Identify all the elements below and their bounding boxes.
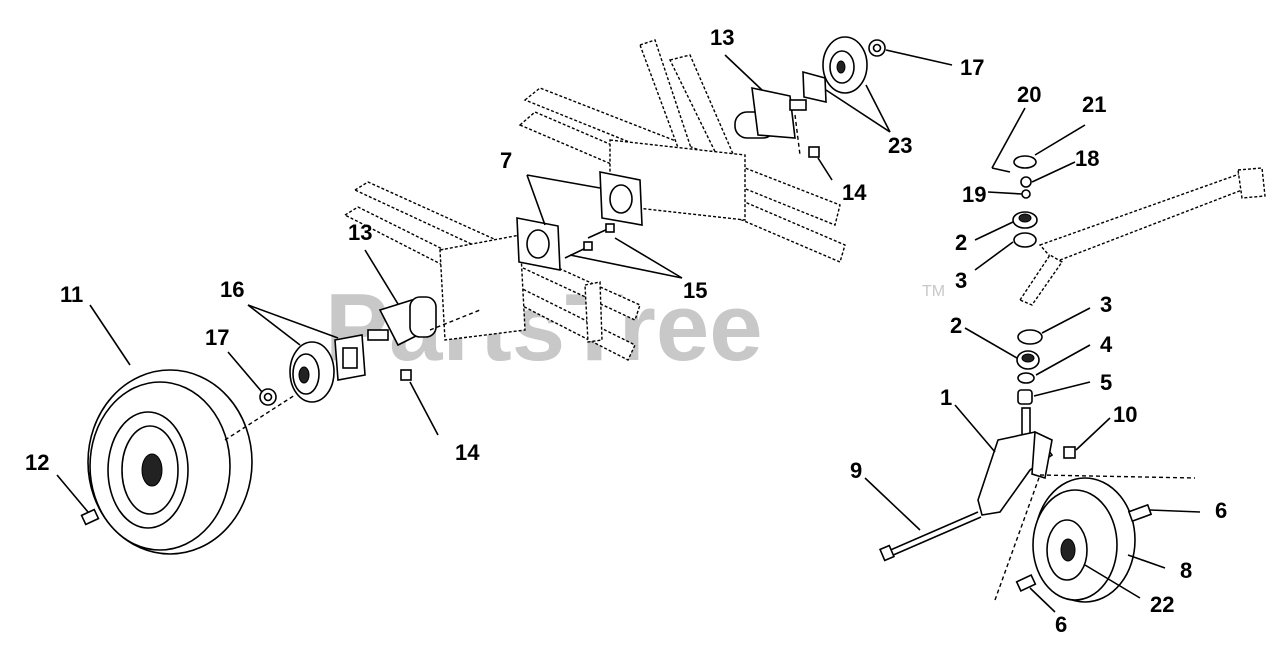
front-caster-fork-arm (1018, 167, 1266, 306)
caster-fork (977, 407, 1054, 516)
mounting-bolts-15 (564, 223, 615, 259)
seal-4 (1017, 372, 1035, 384)
callout-2-lower: 2 (950, 313, 962, 338)
callout-19: 19 (962, 182, 986, 207)
lock-nut-18 (1020, 176, 1032, 188)
callout-18: 18 (1075, 146, 1099, 171)
callout-3-upper: 3 (955, 268, 967, 293)
spacer-6-upper (1127, 503, 1153, 523)
callout-14-right: 14 (842, 180, 867, 205)
bearing-cup-lower (1017, 329, 1043, 345)
callout-2-upper: 2 (955, 230, 967, 255)
lower-frame-rail (343, 181, 641, 361)
leader-lines (56, 49, 1201, 613)
callout-11: 11 (60, 282, 83, 307)
caster-axle-bolt-9 (879, 511, 982, 562)
upper-frame-rail (518, 39, 846, 263)
callout-8: 8 (1180, 558, 1192, 583)
callout-13-left: 13 (348, 220, 372, 245)
motor-nut-14-left (400, 369, 412, 381)
wheel-motor-left (367, 296, 481, 347)
callout-4: 4 (1100, 332, 1113, 357)
lug-nut-17-right (868, 39, 886, 57)
callout-1: 1 (940, 385, 952, 410)
callout-12: 12 (25, 450, 49, 475)
spacer-6-lower (1015, 574, 1037, 592)
callout-23: 23 (888, 133, 912, 158)
lug-bolt-12 (80, 508, 100, 526)
callout-6-lower: 6 (1055, 612, 1067, 637)
wheel-motor-right (734, 86, 807, 156)
brake-hub (822, 36, 868, 94)
wheel-hub (289, 341, 335, 403)
callout-22: 22 (1150, 592, 1174, 617)
caster-nut-10 (1063, 446, 1076, 459)
callout-16: 16 (220, 277, 244, 302)
callout-17-right: 17 (960, 55, 984, 80)
motor-nut-14-right (808, 146, 820, 158)
bearing-upper (1012, 211, 1038, 229)
mounting-plate-lower (516, 217, 561, 271)
callout-6-upper: 6 (1215, 498, 1227, 523)
watermark-trademark: TM (922, 283, 945, 300)
callout-10: 10 (1113, 402, 1137, 427)
rear-wheel (87, 369, 253, 555)
callout-9: 9 (850, 458, 862, 483)
callout-14-left: 14 (455, 440, 480, 465)
bearing-lower (1016, 350, 1040, 370)
washer-19 (1021, 189, 1031, 199)
callout-7: 7 (500, 148, 512, 173)
mounting-plate-upper (599, 171, 643, 226)
callout-3-lower: 3 (1100, 292, 1112, 317)
caster-wheel (1032, 477, 1136, 603)
hub-gasket (334, 334, 366, 381)
dust-cap-21 (1013, 155, 1037, 169)
callout-17-left: 17 (205, 325, 229, 350)
callout-20: 20 (1017, 82, 1041, 107)
callout-15: 15 (683, 278, 707, 303)
callout-5: 5 (1100, 370, 1112, 395)
spacer-5 (1017, 389, 1033, 405)
callout-21: 21 (1082, 92, 1106, 117)
lug-nut-17-left (259, 388, 277, 406)
callout-13-right: 13 (710, 25, 734, 50)
bearing-cup-upper (1013, 232, 1037, 248)
brake-gasket (802, 70, 827, 104)
caster-wheel-bounds (994, 474, 1196, 601)
